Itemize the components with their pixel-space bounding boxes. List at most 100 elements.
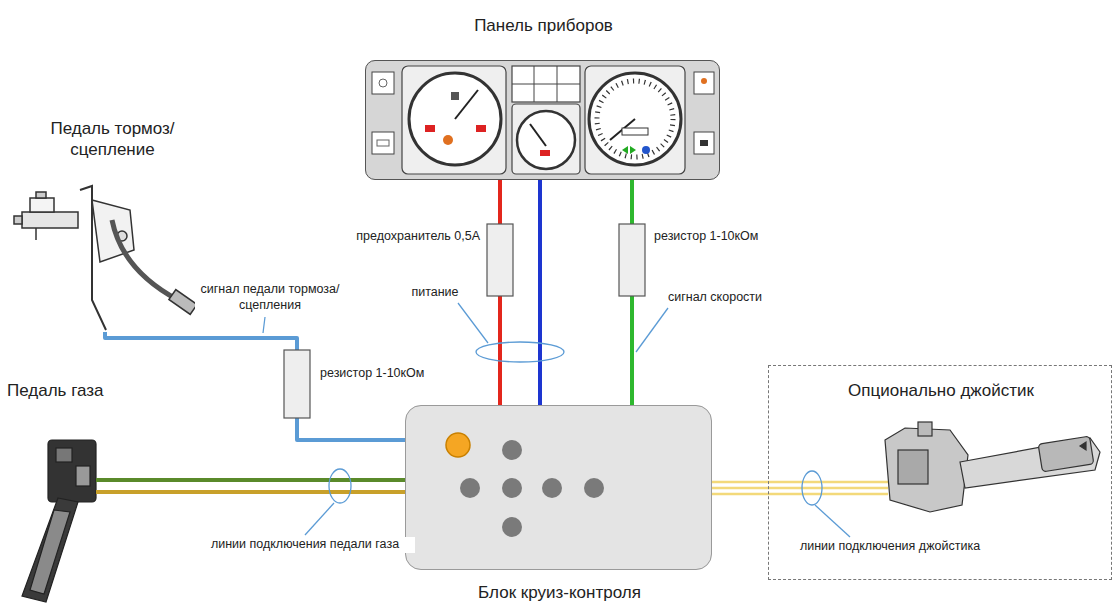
instrument-panel-drawing-part: [589, 73, 681, 165]
brake-pedal-drawing: [14, 186, 197, 330]
brake-pedal-drawing-part: [36, 192, 46, 198]
node-heading: Блок круиз-контроля: [386, 582, 733, 603]
joystick-drawing-part: [1038, 436, 1094, 472]
instrument-panel-drawing-part: [512, 104, 580, 174]
node-heading: Педаль газа: [7, 380, 123, 401]
joystick-drawing-part: [768, 481, 888, 484]
gas-pedal-drawing-part: [96, 490, 125, 494]
instrument-panel-drawing-part: [476, 125, 486, 132]
instrument-panel-drawing-part: [530, 124, 546, 146]
wire-callout: сигнал педали тормоза/сцепления: [195, 282, 345, 313]
wire: [105, 332, 405, 440]
wire: [538, 180, 542, 405]
brake-pedal-drawing-part: [169, 290, 197, 315]
part-label: резистор 1-10кОм: [318, 366, 448, 382]
instrument-panel-drawing-part: [585, 66, 685, 174]
wire-callout: сигнал скорости: [655, 290, 775, 306]
joystick-drawing-part: [885, 428, 968, 512]
wire-callout: линии подключения джойстика: [790, 539, 990, 555]
instrument-panel-drawing: [365, 60, 720, 180]
instrument-panel: Панель приборов: [365, 60, 720, 180]
instrument-panel-drawing-part: [517, 111, 575, 169]
resistor-symbol: [619, 224, 645, 296]
instrument-panel-drawing-part: [443, 135, 453, 145]
callout-leaders-part: [636, 308, 668, 352]
wire: [712, 481, 768, 484]
instrument-panel-drawing-part: [540, 150, 550, 156]
part-label: резистор 1-10кОм: [652, 229, 782, 245]
fuse-symbol: [487, 224, 513, 296]
wire-callout: питание: [404, 285, 466, 301]
brake-pedal-drawing-part: [14, 216, 22, 224]
cruise-control-unit: Блок круиз-контроля: [405, 405, 712, 570]
gas-pedal: Педаль газа: [5, 380, 125, 605]
control-unit-drawing: [405, 405, 712, 570]
wire-connector: [125, 480, 405, 492]
joystick-drawing-part: [1080, 442, 1086, 450]
instrument-panel-drawing-part: [365, 60, 720, 180]
gas-pedal-drawing-part: [56, 448, 72, 462]
brake-pedal-drawing-part: [35, 228, 37, 240]
instrument-panel-drawing-part: [377, 140, 389, 146]
callout-leaders-part: [305, 503, 334, 535]
gas-pedal-drawing-part: [48, 440, 96, 502]
instrument-panel-drawing-part: [630, 146, 636, 154]
joystick-drawing-part: [918, 422, 932, 436]
wire-connector: [105, 332, 405, 440]
callout-leaders-part: [815, 505, 850, 537]
control-unit-drawing-part: [502, 478, 522, 498]
callout-leaders: [263, 303, 850, 537]
wire-callout: линии подключения педали газа: [195, 537, 415, 553]
instrument-panel-drawing-part: [425, 125, 435, 132]
control-unit-drawing-part: [405, 405, 712, 570]
control-unit-drawing-part: [584, 478, 604, 498]
callout-leaders-part: [329, 469, 351, 503]
instrument-panel-drawing-part: [597, 81, 673, 157]
wire-connector: [712, 482, 768, 494]
brake-pedal-drawing-part: [22, 212, 78, 228]
brake-pedal-drawing-part: [30, 198, 54, 212]
instrument-panel-drawing-part: [379, 79, 387, 87]
joystick-drawing-part: [768, 493, 888, 496]
control-unit-drawing-part: [460, 478, 480, 498]
brake-pedal: Педаль тормоз/сцепление: [10, 118, 215, 332]
instrument-panel-drawing-part: [622, 128, 648, 135]
instrument-panel-drawing-part: [642, 146, 650, 154]
joystick-drawing-part: [898, 450, 928, 484]
control-unit-drawing-part: [446, 433, 470, 457]
node-heading: Педаль тормоз/сцепление: [35, 118, 190, 161]
joystick-drawing-part: [768, 487, 888, 490]
instrument-panel-drawing-part: [694, 72, 714, 94]
joystick-drawing: [768, 422, 1100, 512]
gas-pedal-drawing-part: [76, 466, 90, 486]
wire: [125, 490, 405, 494]
control-unit-drawing-part: [502, 440, 522, 460]
instrument-panel-drawing-part: [700, 140, 708, 146]
instrument-panel-drawing-part: [694, 132, 714, 154]
instrument-panel-drawing-part: [372, 132, 394, 154]
gas-pedal-drawing-part: [22, 498, 78, 602]
instrument-panel-drawing-part: [512, 84, 580, 85]
instrument-panel-drawing-part: [451, 92, 459, 100]
callout-leaders-part: [458, 303, 488, 343]
instrument-panel-drawing-part: [402, 66, 506, 174]
node-heading: Опционально джойстик: [769, 380, 1113, 401]
gas-pedal-drawing: [22, 440, 125, 602]
wire: [712, 493, 768, 496]
instrument-panel-drawing-part: [409, 73, 501, 165]
callout-leaders-part: [263, 317, 265, 333]
node-heading: Панель приборов: [366, 15, 721, 36]
part-label: предохранитель 0,5А: [330, 229, 482, 245]
wire: [125, 478, 405, 482]
gas-pedal-drawing-part: [30, 510, 70, 594]
resistor-symbol: [284, 350, 310, 418]
control-unit-drawing-part: [502, 517, 522, 537]
instrument-panel-drawing-part: [372, 72, 394, 94]
callout-leaders-part: [476, 342, 564, 362]
wire: [712, 487, 768, 490]
gas-pedal-drawing-part: [96, 478, 125, 482]
instrument-panel-drawing-part: [622, 146, 628, 154]
brake-pedal-drawing-part: [112, 220, 178, 300]
